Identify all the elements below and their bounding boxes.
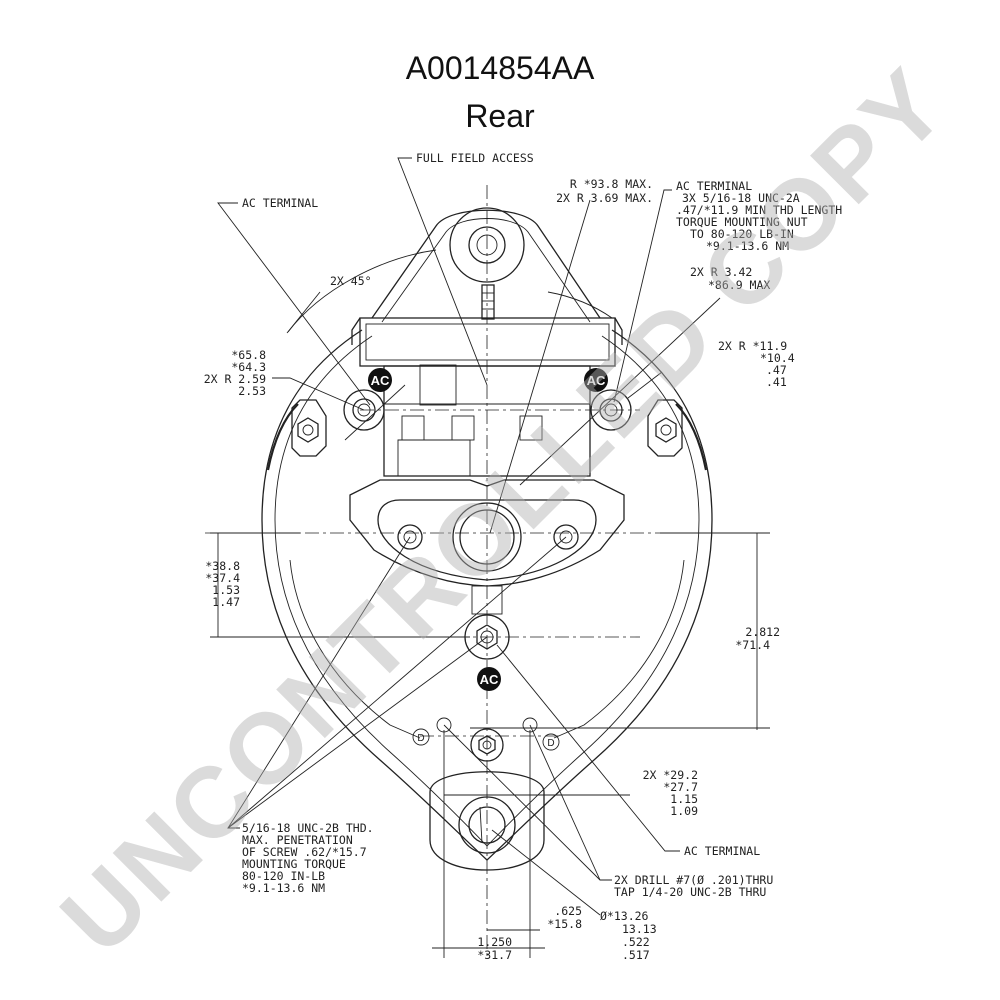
ac-terminal-right-line-6: *9.1-13.6 NM: [706, 239, 789, 253]
radius-right-line-1: 2X R *11.9: [718, 339, 787, 353]
ac-terminal-right-line-2: 3X 5/16-18 UNC-2A: [682, 191, 800, 205]
ac-badge-left: [368, 368, 392, 392]
dia-1326-line-1: Ø*13.26: [600, 909, 649, 923]
horizontal-292-line-1: 2X *29.2: [643, 768, 698, 782]
ac-badge-bottom: [477, 667, 501, 691]
thread-note-line-4: MOUNTING TORQUE: [242, 857, 346, 871]
dim-1250-line-2: *31.7: [477, 948, 512, 962]
dim-1250-line-1: 1.250: [477, 935, 512, 949]
ac-badges: AC AC AC D D: [368, 368, 608, 751]
horizontal-292-line-3: 1.15: [670, 792, 698, 806]
thread-note-line-1: 5/16-18 UNC-2B THD.: [242, 821, 374, 835]
view-title: Rear: [465, 98, 535, 134]
horizontal-292-line-2: *27.7: [663, 780, 698, 794]
radius-left-line-1: *65.8: [231, 348, 266, 362]
radius-left-line-3: 2X R 2.59: [204, 372, 266, 386]
vertical-left-line-4: 1.47: [212, 595, 240, 609]
ac-terminal-right-line-4: TORQUE MOUNTING NUT: [676, 215, 808, 229]
vertical-left-line-1: *38.8: [205, 559, 240, 573]
radius-right-line-2: *10.4: [760, 351, 795, 365]
d-badge-right: [542, 733, 560, 751]
ac-terminal-right-line-3: .47/*11.9 MIN THD LENGTH: [676, 203, 842, 217]
thread-note-line-5: 80-120 IN-LB: [242, 869, 325, 883]
dimension-labels: FULL FIELD ACCESS AC TERMINAL R *93.8 MA…: [204, 151, 843, 962]
regulator-box: [351, 284, 623, 477]
drill-note-line-2: TAP 1/4-20 UNC-2B THRU: [614, 885, 766, 899]
bridge-plate: [349, 479, 625, 615]
radius-max-line-1: R *93.8 MAX.: [570, 177, 653, 191]
angle-label: 2X 45°: [330, 274, 372, 288]
radius-right-line-3: .47: [766, 363, 787, 377]
dia-1326-line-2: 13.13: [622, 922, 657, 936]
ac-badge-bottom-label: AC: [480, 672, 499, 687]
housing-outline: [261, 207, 713, 871]
thread-note-line-3: OF SCREW .62/*15.7: [242, 845, 367, 859]
ac-terminal-bottom-label: AC TERMINAL: [684, 844, 760, 858]
thread-note-line-6: *9.1-13.6 NM: [242, 881, 325, 895]
ac-badge-right-label: AC: [587, 373, 606, 388]
full-field-access-label: FULL FIELD ACCESS: [416, 151, 534, 165]
ac-badge-left-label: AC: [371, 373, 390, 388]
part-number-title: A0014854AA: [405, 50, 595, 86]
vertical-right-line-2: *71.4: [735, 638, 770, 652]
d-badge-left-label: D: [417, 733, 424, 744]
dim-625-line-1: .625: [554, 904, 582, 918]
d-badge-left: [412, 728, 430, 746]
d-badge-right-label: D: [547, 738, 554, 749]
thread-note-line-2: MAX. PENETRATION: [242, 833, 353, 847]
ac-terminal-left-label: AC TERMINAL: [242, 196, 318, 210]
dia-1326-line-3: .522: [622, 935, 650, 949]
radius-max-line-2: 2X R 3.69 MAX.: [556, 191, 653, 205]
ac-terminal-right-line-1: AC TERMINAL: [676, 179, 752, 193]
ac-terminal-right-line-5: TO 80-120 LB-IN: [690, 227, 794, 241]
radius-342-line-1: 2X R 3.42: [690, 265, 752, 279]
terminal-studs: [343, 389, 632, 762]
drill-note-line-1: 2X DRILL #7(Ø .201)THRU: [614, 873, 773, 887]
vertical-left-line-3: 1.53: [212, 583, 240, 597]
radius-right-line-4: .41: [766, 375, 787, 389]
vertical-right-line-1: 2.812: [745, 625, 780, 639]
side-lugs: [266, 399, 708, 471]
uncontrolled-copy-watermark: UNCONTROLLED COPY: [40, 47, 968, 975]
ac-badge-right: [584, 368, 608, 392]
vertical-left-line-2: *37.4: [205, 571, 240, 585]
dia-1326-line-4: .517: [622, 948, 650, 962]
dim-625-line-2: *15.8: [547, 917, 582, 931]
horizontal-292-line-4: 1.09: [670, 804, 698, 818]
leader-lines: [210, 157, 770, 958]
radius-left-line-4: 2.53: [238, 384, 266, 398]
radius-342-line-2: *86.9 MAX: [708, 278, 770, 292]
radius-left-line-2: *64.3: [231, 360, 266, 374]
